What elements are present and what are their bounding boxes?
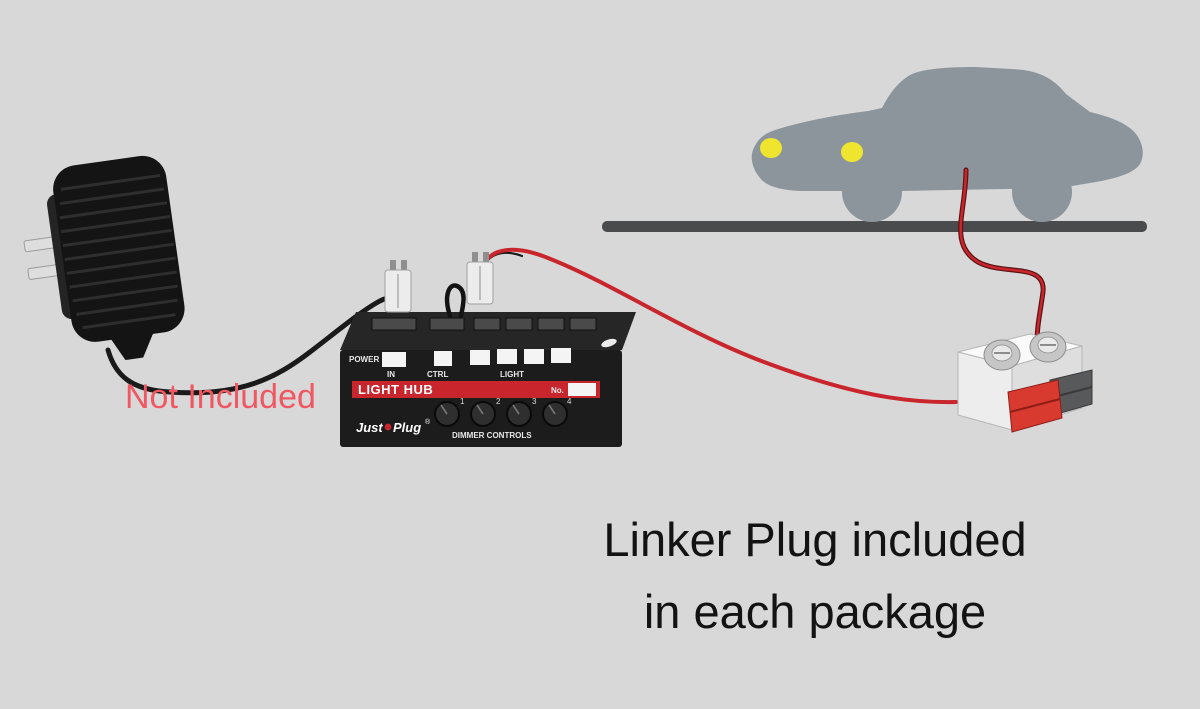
power-in-plug (384, 260, 412, 313)
knob-number-2: 2 (496, 397, 501, 406)
car-front-wheel (842, 162, 902, 222)
brand-dot-icon (384, 423, 392, 431)
adapter-body (53, 155, 185, 342)
wire-red (959, 168, 1045, 344)
no-field (568, 383, 596, 396)
car-to-linker-wire (958, 167, 1046, 345)
light-output-plug (466, 252, 494, 305)
wire-red (481, 247, 958, 405)
hub-screw-slot (601, 338, 617, 348)
knob-number-4: 4 (567, 397, 572, 406)
adapter-strain-relief (110, 331, 154, 361)
road-line (602, 221, 1147, 232)
dimmer-controls-label: DIMMER CONTROLS (452, 431, 532, 440)
light-hub: POWER IN CTRL LIGHT LIGHT HUB No. (340, 252, 636, 447)
ctrl-jumper-wire (444, 283, 466, 319)
not-included-label: Not Included (125, 378, 316, 416)
screw-terminal (1029, 331, 1067, 363)
light-ports (470, 348, 571, 365)
hub-top-slots (371, 317, 597, 331)
adapter-to-hub-wire (105, 295, 399, 396)
ctrl-label: CTRL (427, 370, 448, 379)
in-label: IN (387, 370, 395, 379)
screw-terminal (983, 339, 1021, 371)
knob-number-1: 1 (460, 397, 465, 406)
headlight-icon (760, 138, 782, 158)
car-rear-wheel (1012, 162, 1072, 222)
ctrl-port (434, 351, 452, 366)
red-connector-seam (1009, 398, 1061, 413)
headlight-icon (841, 142, 863, 162)
caption-line-1: Linker Plug included (603, 513, 1026, 566)
hub-banner (352, 381, 600, 398)
knob-pointers (440, 404, 556, 415)
dimmer-knobs: 1 2 3 4 (434, 397, 572, 427)
knob-number-3: 3 (532, 397, 537, 406)
caption-line-2: in each package (644, 585, 986, 638)
brand-word2: Plug (393, 420, 421, 435)
hub-title: LIGHT HUB (358, 382, 433, 397)
no-label: No. (551, 386, 564, 395)
in-port (382, 352, 406, 367)
adapter-ribs (59, 173, 178, 330)
brand-word1: Just (356, 420, 383, 435)
registered-mark: ® (425, 418, 431, 426)
car-silhouette (751, 67, 1143, 222)
linker-plug (957, 331, 1093, 433)
power-label: POWER (349, 355, 379, 364)
power-adapter (23, 155, 185, 361)
light-label: LIGHT (500, 370, 524, 379)
